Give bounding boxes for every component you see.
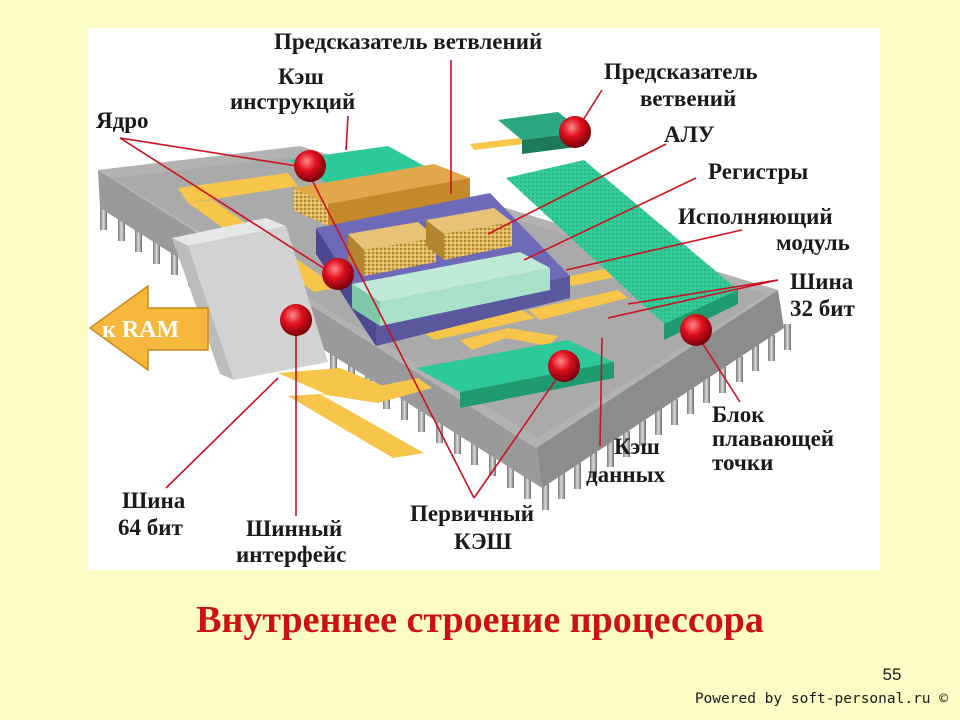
chip-pin	[558, 473, 565, 499]
label-execution-unit-1: Исполняющий	[678, 204, 833, 229]
chip-pin	[100, 204, 107, 230]
marker-data-cache	[548, 350, 580, 382]
chip-pin	[655, 409, 662, 435]
label-execution-unit-2: модуль	[776, 230, 850, 255]
label-fpu-3: точки	[712, 450, 773, 475]
label-bus-interface-1: Шинный	[246, 516, 342, 541]
chip-pin	[524, 473, 531, 499]
marker-core	[322, 258, 354, 290]
chip-pin	[489, 450, 496, 476]
label-primary-cache-2: КЭШ	[454, 529, 512, 554]
label-primary-cache-1: Первичный	[410, 501, 534, 526]
label-branch-predictor-top: Предсказатель ветвлений	[274, 29, 542, 54]
chip-pin	[118, 215, 125, 241]
footer-credit: Powered by soft-personal.ru ©	[694, 691, 948, 707]
label-data-cache-2: данных	[586, 462, 666, 487]
chip-pin	[153, 238, 160, 264]
label-bus32-2: 32 бит	[790, 296, 856, 321]
chip-pin	[574, 463, 581, 489]
slide-title: Внутреннее строение процессора	[196, 599, 764, 641]
to-ram-label: к RAM	[102, 317, 179, 343]
chip-pin	[135, 226, 142, 252]
chip-pin	[330, 350, 337, 376]
marker-primary-cache-top	[294, 150, 326, 182]
label-branch-predictor-right-1: Предсказатель	[604, 59, 758, 84]
chip-pin	[454, 428, 461, 454]
label-data-cache-1: Кэш	[614, 434, 660, 459]
chip-pin	[623, 431, 630, 457]
chip-pin	[590, 452, 597, 478]
processor-diagram: к RAM Предсказатель ветвлений Кэш инстру…	[88, 28, 880, 570]
chip-pin	[171, 249, 178, 275]
slide-number: 55	[882, 665, 902, 684]
chip-pin	[719, 367, 726, 393]
chip-pin	[784, 324, 791, 350]
chip-pin	[671, 399, 678, 425]
chip-pin	[471, 439, 478, 465]
chip-pin	[418, 406, 425, 432]
leader-lines	[119, 60, 779, 516]
marker-fpu	[680, 314, 712, 346]
label-bus-interface-2: интерфейс	[236, 542, 346, 567]
label-alu: АЛУ	[664, 122, 715, 147]
marker-bus-interface	[280, 304, 312, 336]
red-markers	[280, 116, 712, 382]
label-bus32-1: Шина	[790, 269, 854, 294]
branch-predictor-block	[293, 164, 470, 226]
label-registers: Регистры	[708, 159, 808, 184]
label-instruction-cache-1: Кэш	[278, 64, 324, 89]
label-bus64-1: Шина	[122, 488, 186, 513]
chip-pin	[768, 335, 775, 361]
marker-branch-predictor	[559, 116, 591, 148]
chip-pin	[401, 394, 408, 420]
label-bus64-2: 64 бит	[118, 515, 184, 540]
alu-block	[348, 208, 512, 276]
label-instruction-cache-2: инструкций	[230, 89, 355, 114]
chip-pin	[703, 377, 710, 403]
label-fpu-2: плавающей	[712, 426, 834, 451]
label-fpu-1: Блок	[712, 402, 765, 427]
to-ram-arrow	[88, 284, 209, 372]
chip-pin	[542, 484, 549, 510]
chip-pin	[687, 388, 694, 414]
chip-pin	[507, 462, 514, 488]
label-core: Ядро	[96, 108, 149, 133]
chip-pin	[736, 356, 743, 382]
chip-pin	[607, 441, 614, 467]
chip-pin	[752, 345, 759, 371]
label-branch-predictor-right-2: ветвений	[640, 86, 736, 111]
bus-traces	[178, 136, 660, 458]
registers-block	[352, 252, 550, 326]
chip-pin	[639, 420, 646, 446]
